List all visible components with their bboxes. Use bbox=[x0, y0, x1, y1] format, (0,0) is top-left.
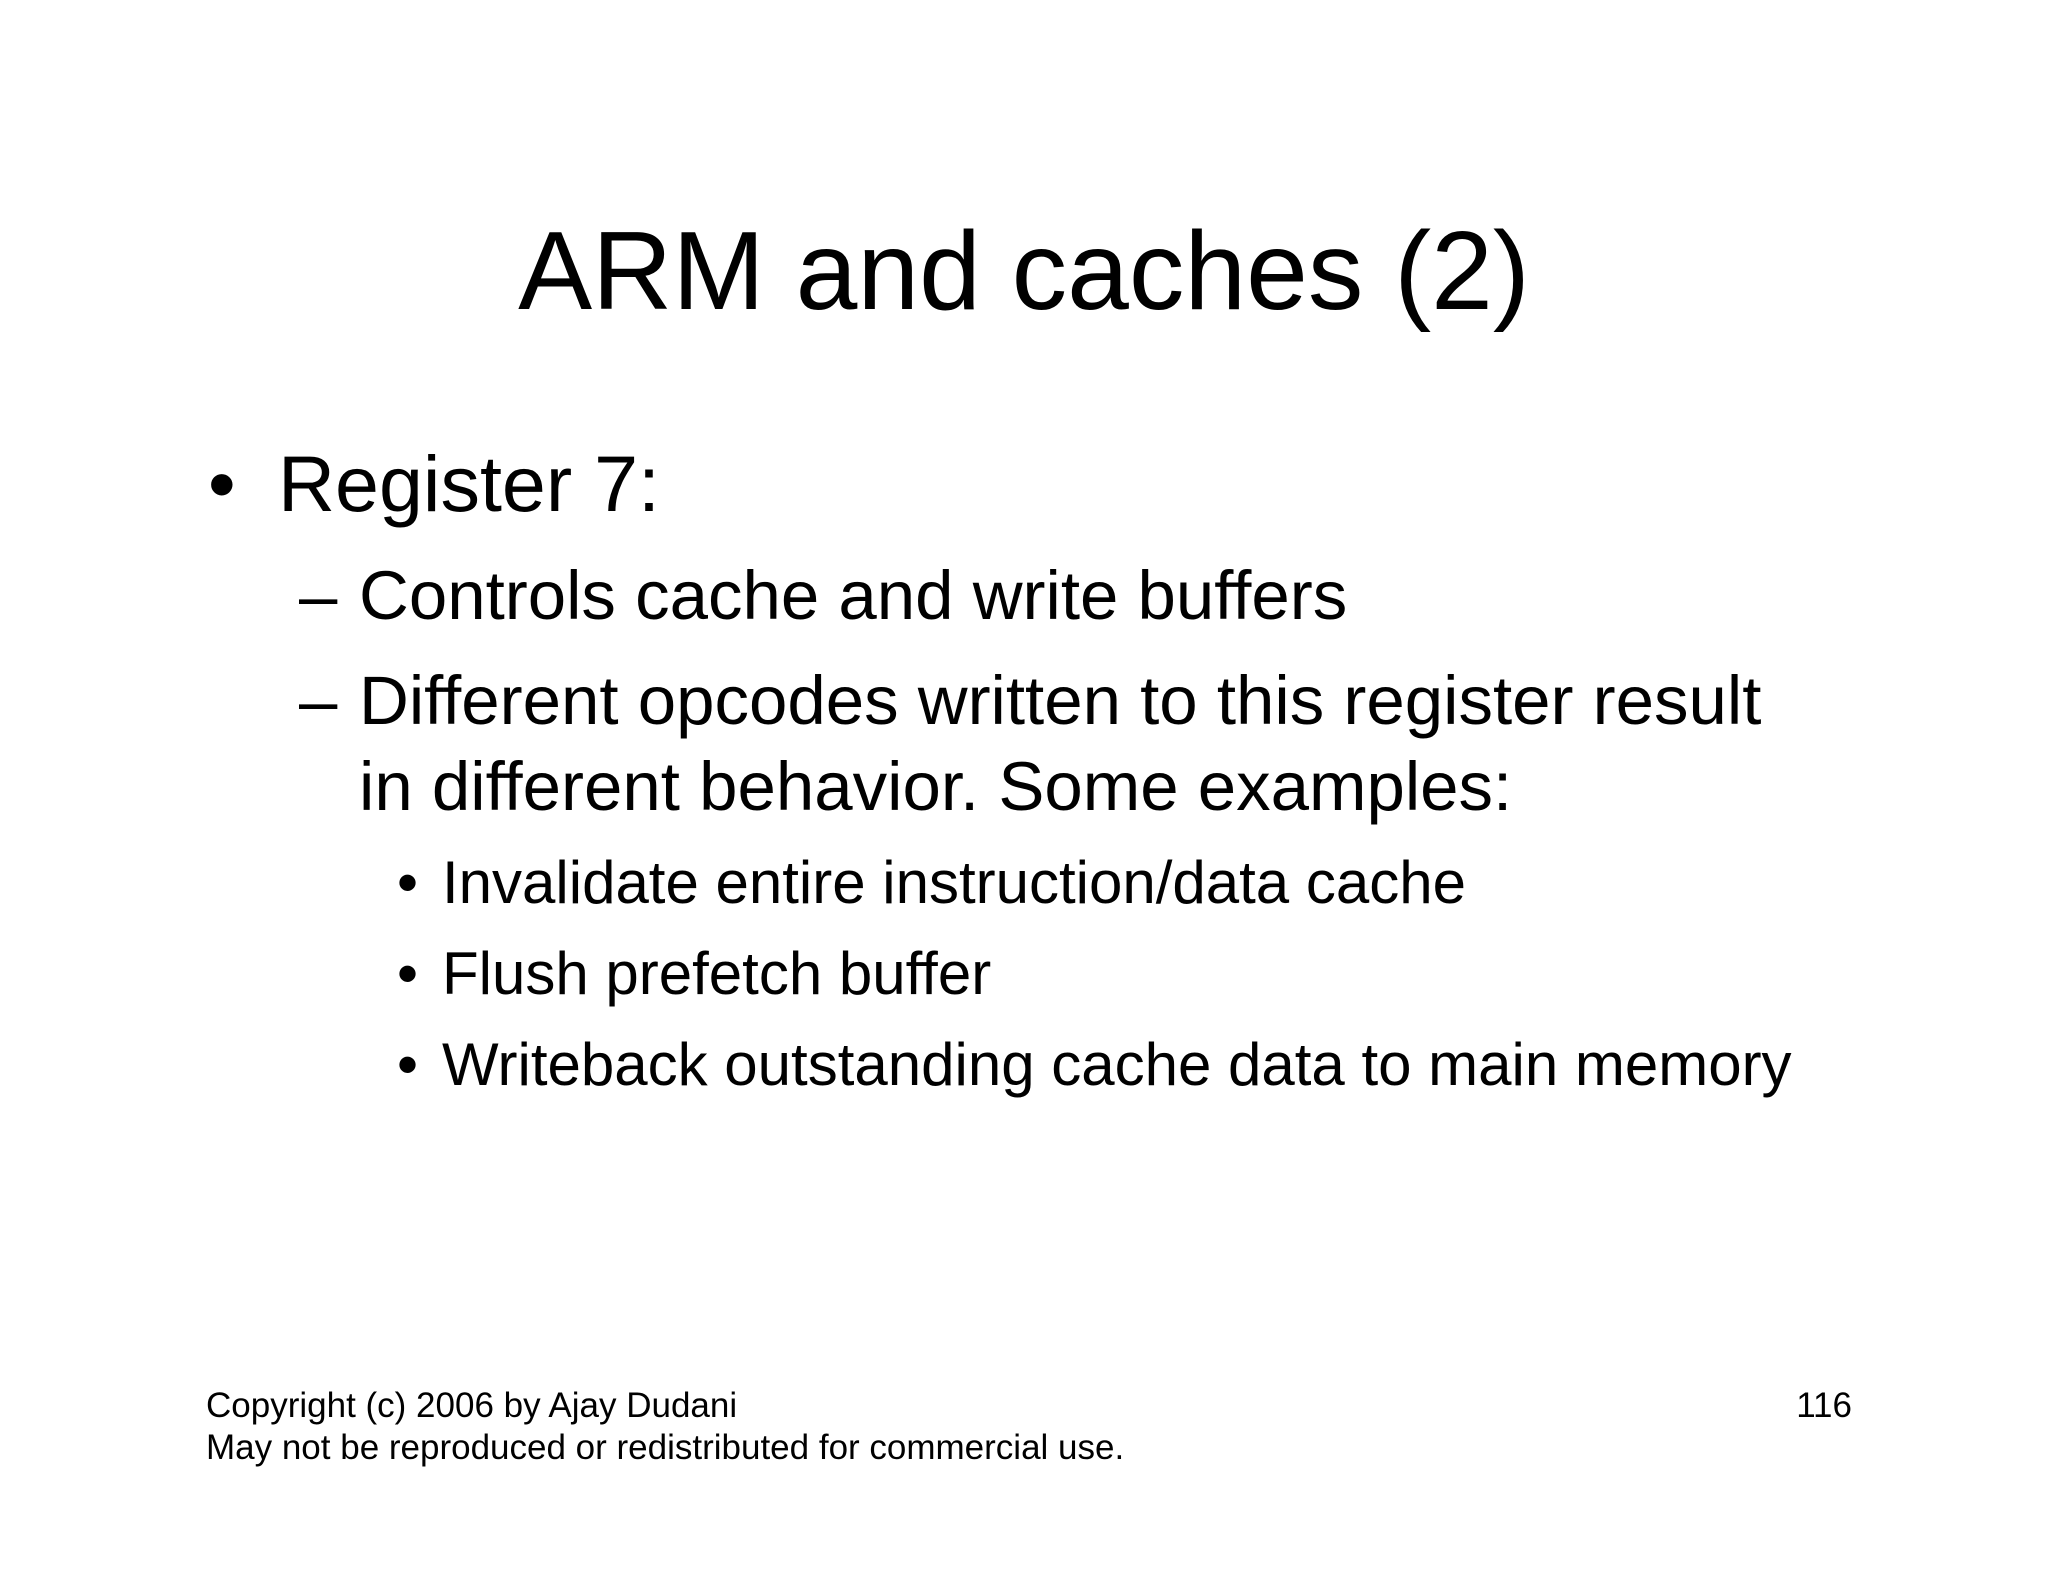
example-text: Invalidate entire instruction/data cache bbox=[442, 849, 1466, 916]
subbullet-text-line-2: in different behavior. Some examples: bbox=[359, 748, 1513, 825]
bullet-register-7: • Register 7: bbox=[208, 436, 661, 532]
bullet-marker: • bbox=[208, 439, 236, 528]
subbullet-text: Controls cache and write buffers bbox=[359, 557, 1348, 634]
slide-title: ARM and caches (2) bbox=[518, 209, 1530, 333]
page-number: 116 bbox=[1796, 1386, 1852, 1425]
bullet-marker: • bbox=[397, 849, 419, 916]
subbullet-controls-cache: – Controls cache and write buffers bbox=[299, 553, 1348, 639]
example-invalidate-cache: • Invalidate entire instruction/data cac… bbox=[397, 846, 1466, 920]
subbullet-text-line-1: Different opcodes written to this regist… bbox=[359, 662, 1762, 739]
bullet-marker: • bbox=[397, 940, 419, 1007]
footer-copyright: Copyright (c) 2006 by Ajay Dudani bbox=[206, 1386, 738, 1425]
footer-notice: May not be reproduced or redistributed f… bbox=[206, 1428, 1125, 1467]
example-text: Flush prefetch buffer bbox=[442, 940, 992, 1007]
example-text: Writeback outstanding cache data to main… bbox=[442, 1031, 1792, 1098]
example-writeback: • Writeback outstanding cache data to ma… bbox=[397, 1028, 1792, 1102]
dash-marker: – bbox=[299, 557, 338, 634]
subbullet-different-opcodes: – Different opcodes written to this regi… bbox=[299, 658, 1762, 830]
bullet-marker: • bbox=[397, 1031, 419, 1098]
example-flush-prefetch: • Flush prefetch buffer bbox=[397, 937, 992, 1011]
dash-marker: – bbox=[299, 662, 338, 739]
bullet-text: Register 7: bbox=[278, 439, 661, 528]
